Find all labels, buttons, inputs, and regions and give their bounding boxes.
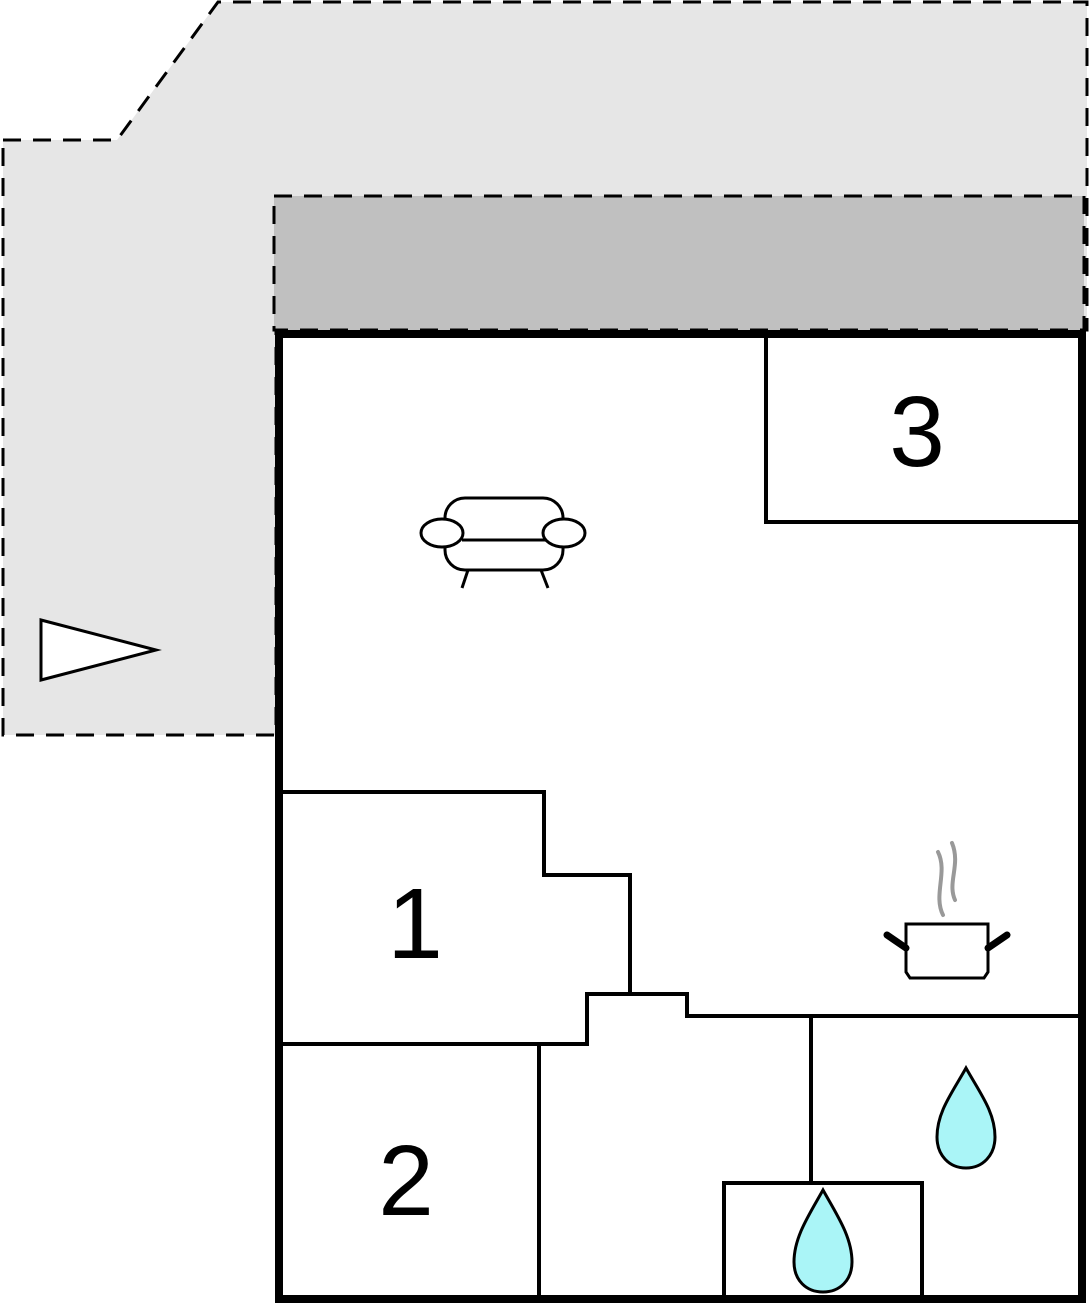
- cooking-pot-icon: [883, 841, 1011, 980]
- interior-walls: [283, 334, 1082, 1299]
- room-label-2: 2: [378, 1125, 434, 1237]
- water-drop-icon: [935, 1064, 997, 1170]
- wall-kitchen: [630, 992, 1082, 1018]
- room-label-3: 3: [889, 376, 945, 488]
- sofa-icon: [419, 496, 587, 589]
- water-drop-icon: [792, 1186, 854, 1294]
- wall-room-3: [764, 334, 1082, 524]
- entrance-arrow-icon: [39, 618, 162, 682]
- room-label-1: 1: [387, 868, 443, 980]
- wall-wc: [722, 1181, 924, 1299]
- wall-room-1: [283, 790, 632, 1046]
- outdoor-area: [1, 0, 1089, 737]
- terrace: [272, 194, 1086, 332]
